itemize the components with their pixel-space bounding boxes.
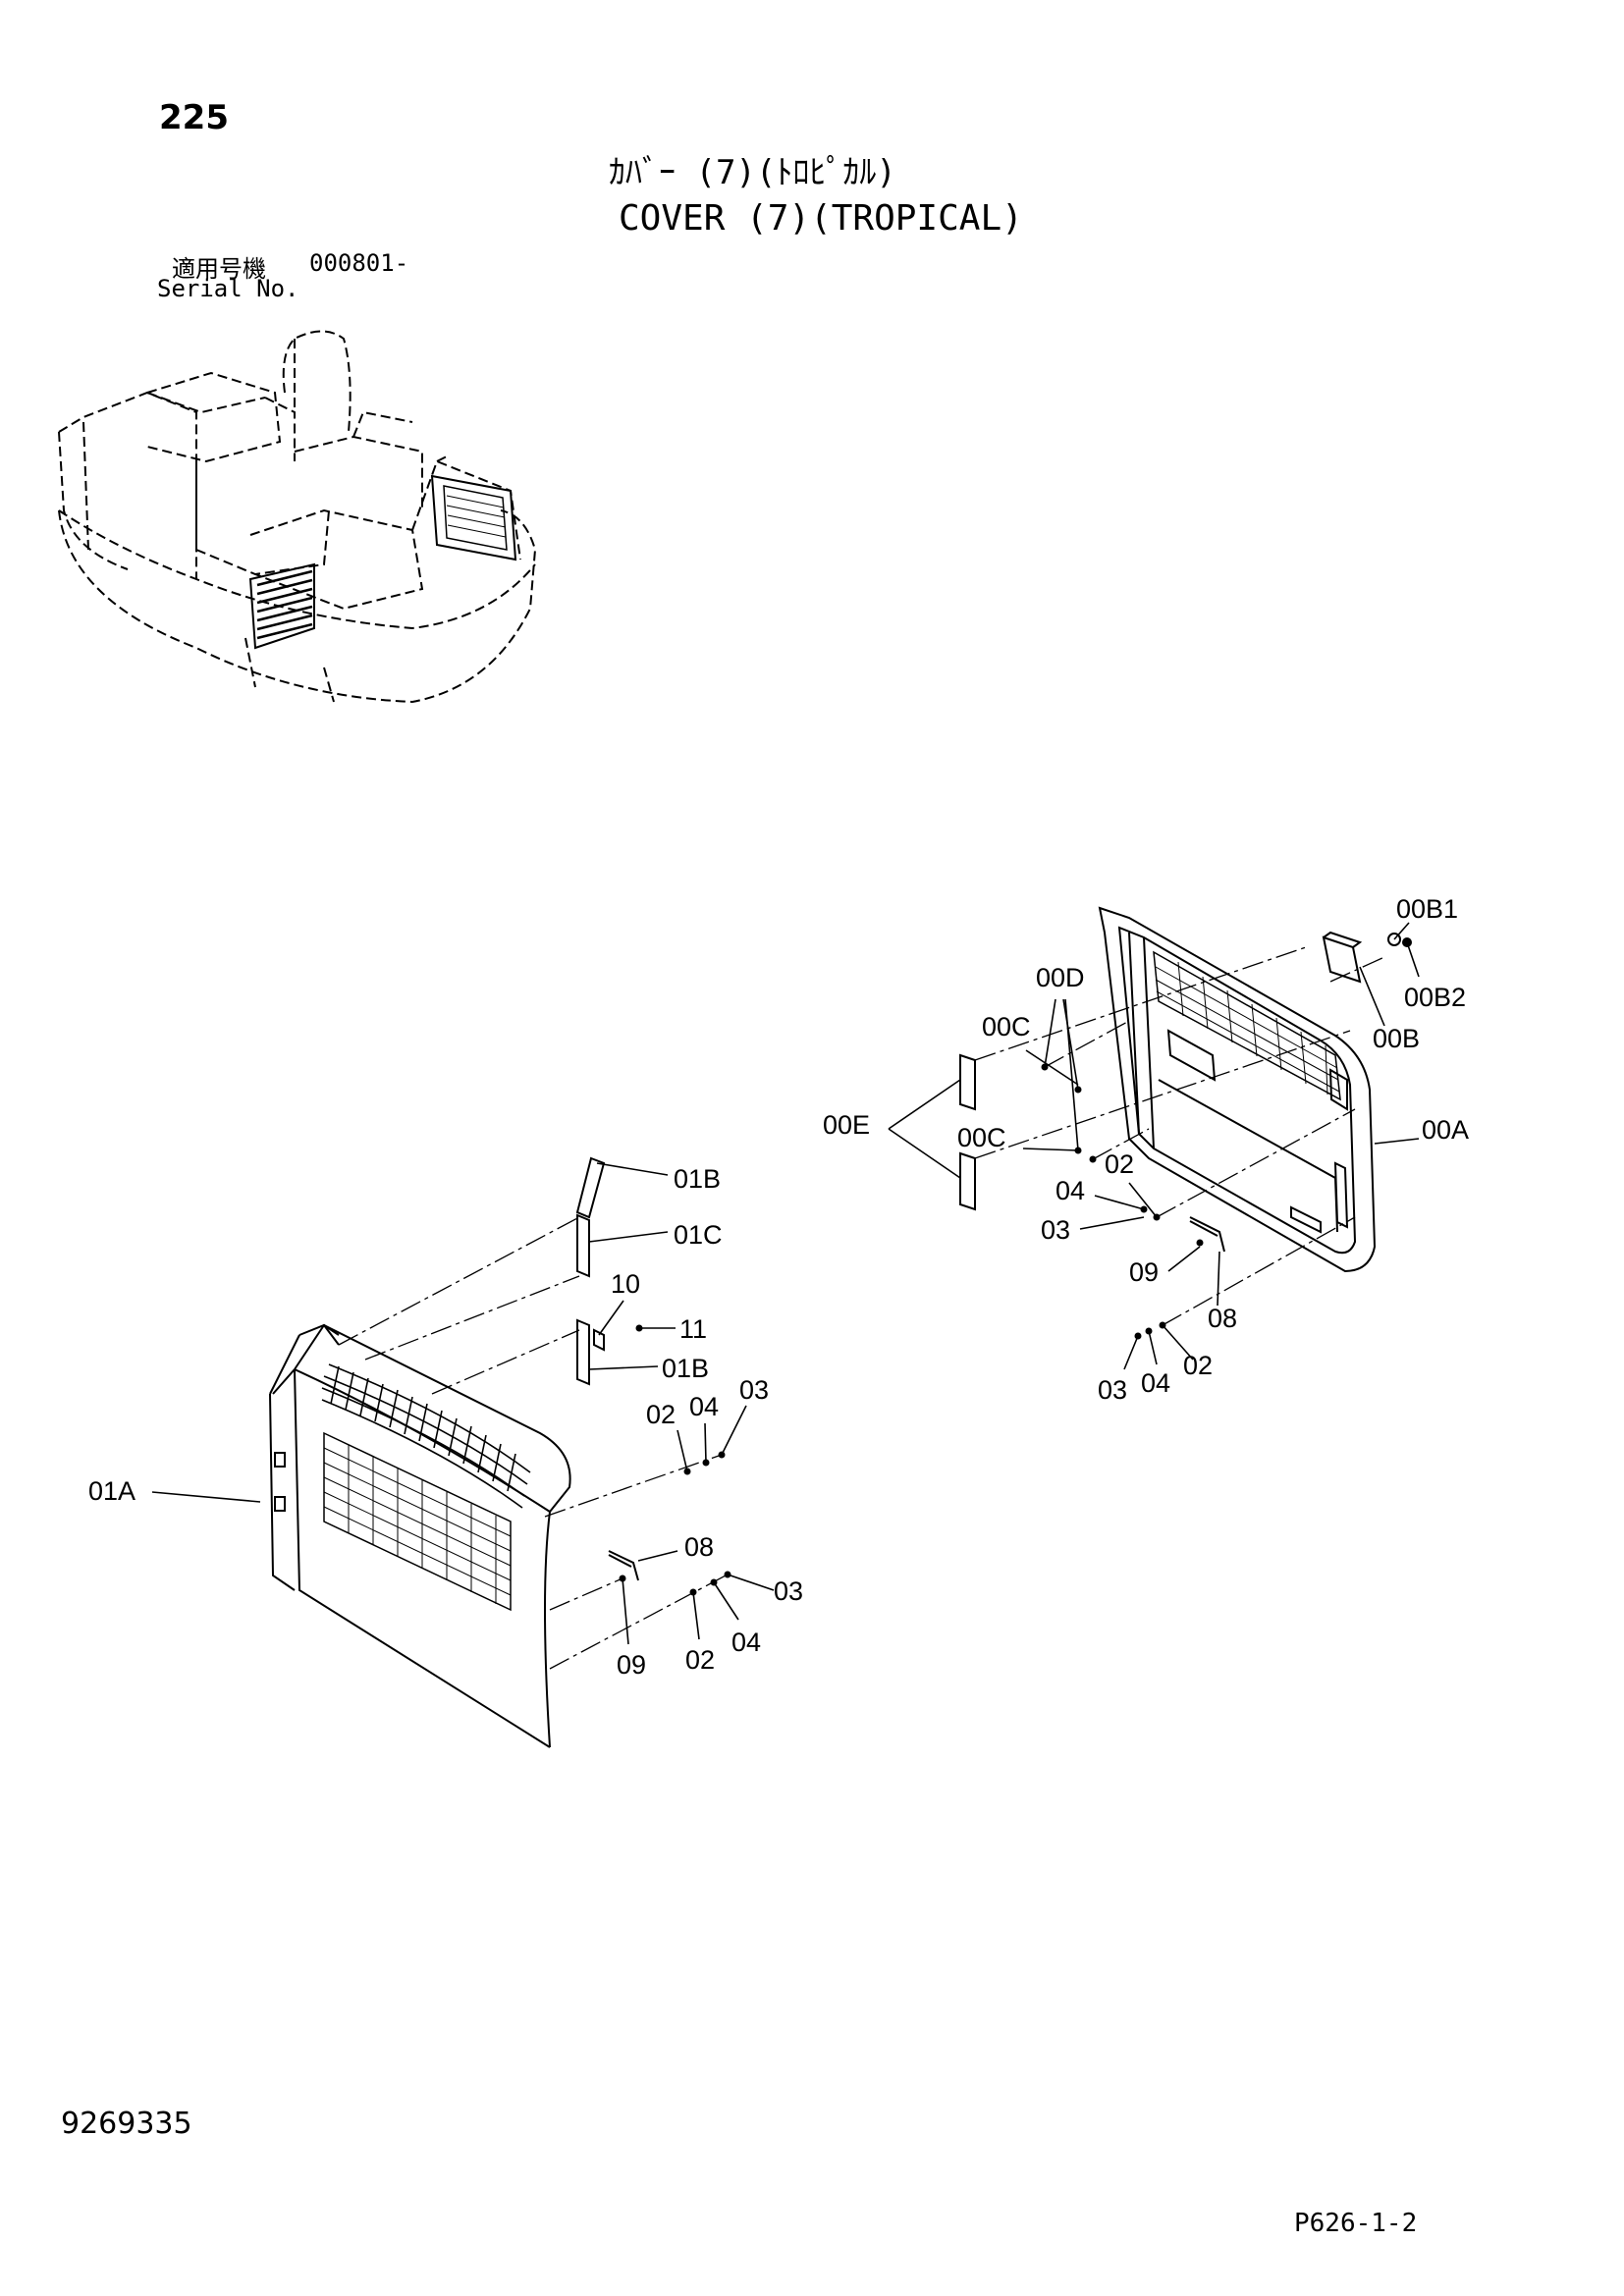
cover-panel-01A bbox=[269, 1323, 571, 1748]
callout-00B2: 00B2 bbox=[1404, 983, 1466, 1012]
callout-04-left-upper: 04 bbox=[689, 1392, 719, 1421]
callout-01B-upper: 01B bbox=[674, 1164, 721, 1194]
callout-03-right-upper: 03 bbox=[1041, 1215, 1070, 1245]
callout-04-right-lower: 04 bbox=[1141, 1368, 1170, 1398]
page-number: 225 bbox=[159, 98, 229, 137]
callout-08-right: 08 bbox=[1208, 1304, 1237, 1333]
cover-frame-00A bbox=[1098, 906, 1377, 1273]
pad-00E bbox=[959, 1053, 976, 1211]
serial-label-english: Serial No. bbox=[157, 275, 299, 302]
strip-01B-01C bbox=[575, 1156, 606, 1386]
callout-labels: 00B1 00B2 00B 00A 00D 00C 00C 00E 02 04 … bbox=[88, 894, 1469, 1680]
reference-code: P626-1-2 bbox=[1294, 2209, 1418, 2238]
callout-09-left: 09 bbox=[617, 1650, 646, 1680]
excavator-overview-illustration bbox=[58, 330, 537, 704]
callout-01A: 01A bbox=[88, 1476, 135, 1506]
callout-02-right-lower: 02 bbox=[1183, 1351, 1213, 1380]
title-japanese: ｶﾊﾞｰ (7)(ﾄﾛﾋﾟｶﾙ) bbox=[609, 153, 896, 192]
callout-10: 10 bbox=[611, 1269, 640, 1299]
callout-08-left: 08 bbox=[684, 1532, 714, 1562]
callout-01B-lower: 01B bbox=[662, 1354, 709, 1383]
serial-label-japanese: 適用号機 bbox=[172, 255, 266, 283]
callout-00B: 00B bbox=[1373, 1024, 1420, 1053]
callout-02-left-upper: 02 bbox=[646, 1400, 676, 1429]
callout-00A: 00A bbox=[1422, 1115, 1469, 1145]
callout-04-left-lower: 04 bbox=[731, 1628, 761, 1657]
callout-00D: 00D bbox=[1036, 963, 1085, 992]
callout-11: 11 bbox=[679, 1314, 707, 1344]
callout-04-right-upper: 04 bbox=[1056, 1176, 1085, 1205]
callout-03-left-lower: 03 bbox=[774, 1576, 803, 1606]
callout-03-left-upper: 03 bbox=[739, 1375, 769, 1405]
document-number: 9269335 bbox=[61, 2107, 192, 2141]
centerlines-left bbox=[338, 1216, 729, 1670]
title-english: COVER (7)(TROPICAL) bbox=[619, 198, 1023, 239]
serial-number-value: 000801- bbox=[309, 249, 409, 277]
callout-02-right-upper: 02 bbox=[1105, 1149, 1134, 1179]
clip-08-right bbox=[1189, 1216, 1225, 1253]
callout-00C-upper: 00C bbox=[982, 1012, 1031, 1041]
callout-09-right: 09 bbox=[1129, 1257, 1159, 1287]
callout-03-right-lower: 03 bbox=[1098, 1375, 1127, 1405]
bracket-00B bbox=[1322, 931, 1412, 984]
callout-02-left-lower: 02 bbox=[685, 1645, 715, 1675]
callout-00C-lower: 00C bbox=[957, 1123, 1006, 1152]
clip-08-left bbox=[608, 1550, 639, 1581]
leader-lines bbox=[151, 922, 1420, 1645]
callout-00B1: 00B1 bbox=[1396, 894, 1458, 924]
centerlines-right bbox=[974, 946, 1385, 1326]
callout-00E: 00E bbox=[823, 1110, 870, 1140]
callout-01C: 01C bbox=[674, 1220, 723, 1250]
